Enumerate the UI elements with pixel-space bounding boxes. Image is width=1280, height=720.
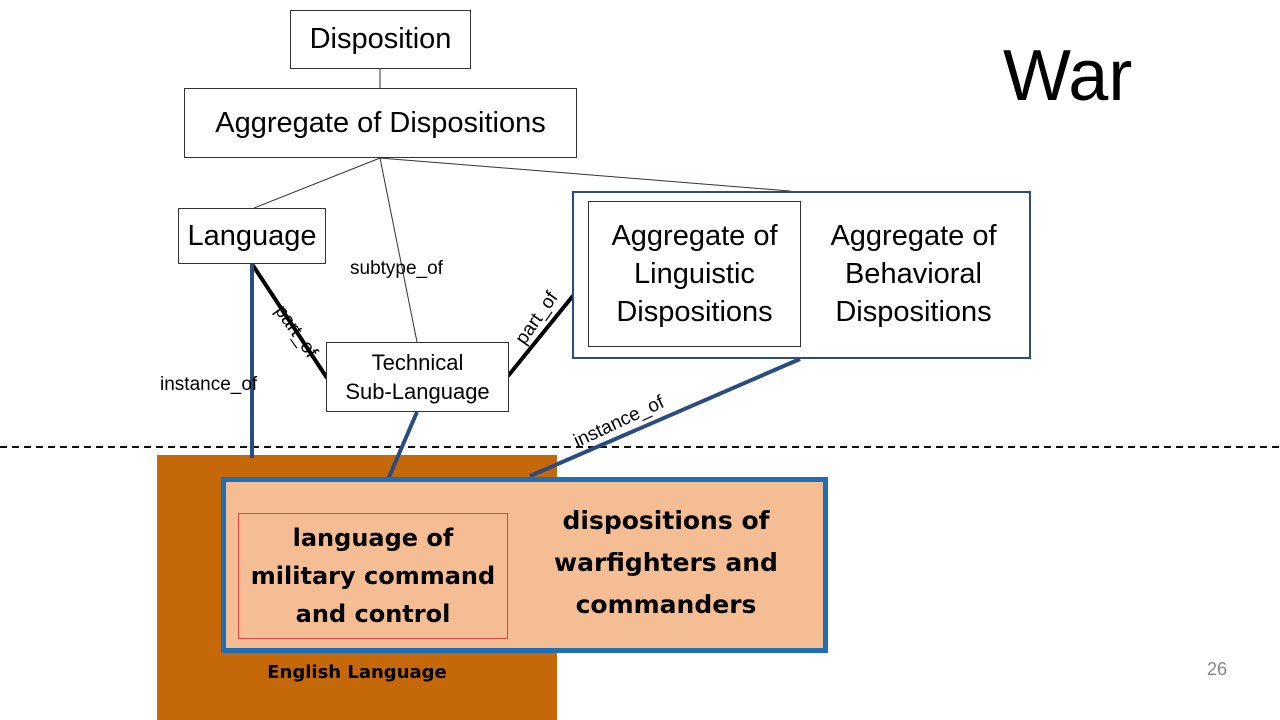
language-node: Language bbox=[178, 208, 326, 264]
edge-aggregate-technical bbox=[379, 157, 418, 343]
aggregate-dispositions-label: Aggregate of Dispositions bbox=[215, 106, 546, 139]
aggregate-linguistic-label: Aggregate of Linguistic Dispositions bbox=[611, 220, 778, 328]
subtype-of-label: subtype_of bbox=[350, 258, 443, 279]
warfighter-dispositions-label: dispositions of warfighters and commande… bbox=[554, 506, 778, 619]
edge-aggregate-behavioral bbox=[379, 157, 791, 192]
instance-of-left-label: instance_of bbox=[160, 374, 258, 395]
technical-sublanguage-node: Technical Sub-Language bbox=[326, 342, 509, 412]
disposition-node: Disposition bbox=[290, 10, 471, 69]
language-label: Language bbox=[187, 219, 317, 252]
edge-aggregate-language bbox=[253, 157, 381, 209]
disposition-label: Disposition bbox=[309, 23, 452, 56]
slide-title: War bbox=[1003, 36, 1133, 116]
military-language-box: language of military command and control bbox=[238, 513, 508, 639]
aggregate-linguistic-node: Aggregate of Linguistic Dispositions bbox=[588, 201, 801, 347]
instance-block bbox=[221, 477, 828, 653]
technical-sublanguage-label: Technical Sub-Language bbox=[345, 350, 490, 404]
aggregate-behavioral-label: Aggregate of Behavioral Dispositions bbox=[830, 220, 997, 328]
aggregate-behavioral-node: Aggregate of Behavioral Dispositions bbox=[806, 200, 1021, 348]
aggregate-dispositions-node: Aggregate of Dispositions bbox=[184, 88, 577, 158]
edge-part-of-left bbox=[250, 262, 329, 380]
page-number: 26 bbox=[1207, 659, 1228, 679]
english-language-label: English Language bbox=[267, 662, 447, 683]
military-language-label: language of military command and control bbox=[250, 524, 496, 628]
warfighter-dispositions-node: dispositions of warfighters and commande… bbox=[520, 500, 812, 626]
edge-instance-of-right bbox=[529, 357, 801, 478]
